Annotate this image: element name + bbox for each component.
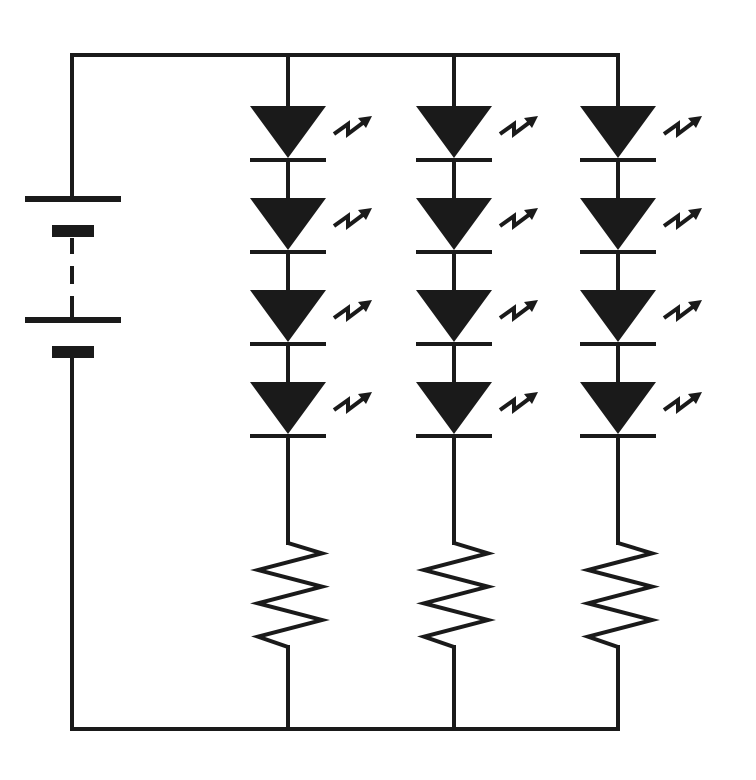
led-anode-triangle [416, 382, 492, 434]
led-anode-triangle [580, 198, 656, 250]
light-emission-arrow-icon [498, 300, 538, 322]
battery-symbol [25, 196, 121, 358]
emission-arrowhead [358, 392, 372, 404]
light-emission-arrow-icon [498, 116, 538, 138]
led-symbol [250, 198, 372, 254]
resistor-symbol [416, 541, 496, 649]
led-symbol [250, 106, 372, 162]
emission-arrowhead [358, 116, 372, 128]
led-symbol [416, 290, 538, 346]
led-symbol [580, 106, 702, 162]
emission-arrowhead [688, 116, 702, 128]
led-anode-triangle [416, 198, 492, 250]
emission-zigzag [662, 304, 696, 322]
emission-zigzag [332, 396, 366, 414]
light-emission-arrow-icon [498, 392, 538, 414]
led-symbol [580, 198, 702, 254]
led-anode-triangle [250, 382, 326, 434]
led-anode-triangle [416, 106, 492, 158]
emission-zigzag [498, 304, 532, 322]
emission-arrowhead [524, 392, 538, 404]
emission-arrowhead [524, 116, 538, 128]
light-emission-arrow-icon [332, 300, 372, 322]
led-symbol [580, 290, 702, 346]
light-emission-arrow-icon [662, 208, 702, 230]
emission-zigzag [332, 120, 366, 138]
circuit-wires [70, 53, 620, 731]
emission-arrowhead [358, 208, 372, 220]
led-branch-2 [416, 55, 538, 729]
emission-zigzag [332, 304, 366, 322]
led-anode-triangle [416, 290, 492, 342]
light-emission-arrow-icon [662, 116, 702, 138]
led-symbol [250, 382, 372, 438]
resistor-symbol [580, 541, 660, 649]
emission-arrowhead [524, 300, 538, 312]
emission-zigzag [498, 120, 532, 138]
light-emission-arrow-icon [662, 392, 702, 414]
led-symbol [416, 198, 538, 254]
emission-arrowhead [358, 300, 372, 312]
emission-zigzag [498, 212, 532, 230]
led-branches [250, 55, 702, 729]
led-symbol [250, 290, 372, 346]
led-anode-triangle [580, 290, 656, 342]
light-emission-arrow-icon [332, 208, 372, 230]
led-anode-triangle [250, 106, 326, 158]
led-anode-triangle [580, 382, 656, 434]
led-anode-triangle [250, 198, 326, 250]
led-anode-triangle [250, 290, 326, 342]
led-symbol [416, 382, 538, 438]
light-emission-arrow-icon [332, 116, 372, 138]
led-anode-triangle [580, 106, 656, 158]
led-branch-3 [580, 55, 702, 729]
light-emission-arrow-icon [332, 392, 372, 414]
emission-zigzag [498, 396, 532, 414]
light-emission-arrow-icon [498, 208, 538, 230]
emission-arrowhead [688, 392, 702, 404]
emission-arrowhead [688, 208, 702, 220]
emission-arrowhead [688, 300, 702, 312]
emission-zigzag [662, 396, 696, 414]
resistor-symbol [250, 541, 330, 649]
led-symbol [580, 382, 702, 438]
light-emission-arrow-icon [662, 300, 702, 322]
emission-arrowhead [524, 208, 538, 220]
led-branch-1 [250, 55, 372, 729]
led-symbol [416, 106, 538, 162]
emission-zigzag [662, 120, 696, 138]
emission-zigzag [662, 212, 696, 230]
emission-zigzag [332, 212, 366, 230]
